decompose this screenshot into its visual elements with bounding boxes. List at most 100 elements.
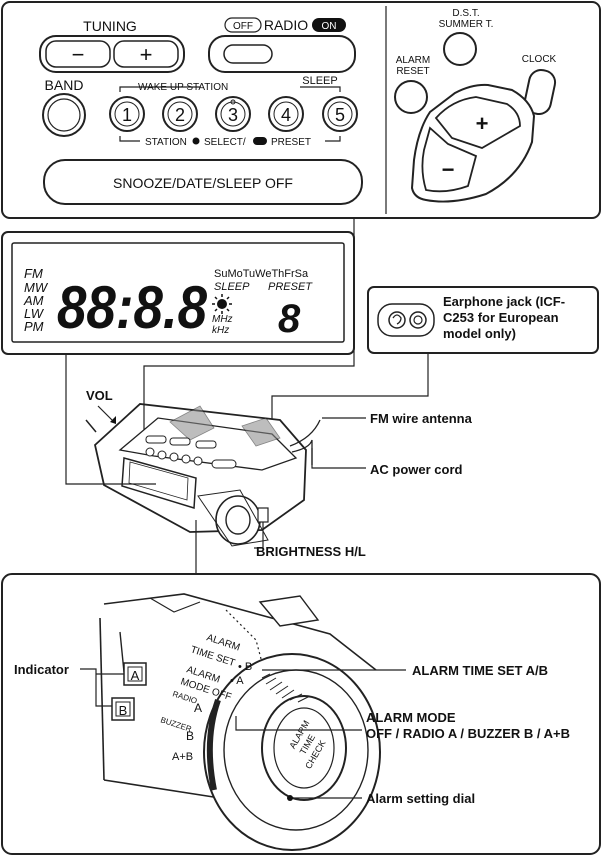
dial-ab-label: A+B — [172, 751, 193, 763]
preset-ring-4 — [273, 101, 299, 127]
earphone-jack-hole — [413, 315, 423, 325]
preset-ring-1 — [114, 101, 140, 127]
device-key-8 — [193, 456, 203, 466]
snooze-button[interactable] — [43, 159, 363, 205]
panel-to-device-connector — [143, 330, 355, 430]
preset-ring-5 — [327, 101, 353, 127]
tuning-plus-button[interactable] — [113, 40, 179, 68]
radio-label: RADIO — [264, 17, 308, 33]
vol-label: VOL — [86, 388, 113, 403]
zoom-box — [197, 489, 269, 547]
fm-antenna-label: FM wire antenna — [370, 411, 473, 426]
wake-up-bracket — [119, 86, 200, 92]
dial-a-label: • A — [230, 675, 244, 687]
snooze-label: SNOOZE/DATE/SLEEP OFF — [113, 175, 293, 191]
lcd-khz: kHz — [212, 325, 229, 336]
band-button[interactable] — [42, 93, 86, 137]
lcd-mhz: MHz — [212, 314, 233, 325]
detail-top-button — [258, 595, 320, 627]
radio-on-text: ON — [322, 21, 337, 32]
radio-device — [85, 403, 321, 545]
preset-label-4: 4 — [281, 105, 291, 125]
ac-cord-wire — [291, 439, 313, 465]
preset-3-tactile-dot — [230, 99, 236, 105]
alarm-reset-label-line1: ALARM — [396, 55, 430, 66]
lcd-band-fm: FM — [24, 266, 43, 281]
alarm-time-set-label: ALARM TIME SET A/B — [412, 663, 548, 678]
device-key-9 — [211, 459, 237, 469]
radio-switch-knob[interactable] — [223, 44, 273, 64]
alarm-mode-leader — [235, 716, 362, 731]
earphone-text-2: C253 for European — [443, 310, 559, 325]
dst-label-line1: D.S.T. — [452, 8, 479, 19]
indicator-leader-b — [80, 668, 112, 707]
preset-label: PRESET — [271, 137, 311, 148]
lcd-preset: PRESET — [268, 281, 313, 293]
alarm-setting-dial-label: Alarm setting dial — [366, 791, 475, 806]
lcd-sleep: SLEEP — [214, 281, 250, 293]
radio-off-badge — [224, 17, 262, 33]
radio-off-text: OFF — [233, 21, 253, 32]
detail-dial-knob-face — [273, 707, 335, 789]
band-label: BAND — [45, 77, 84, 93]
lcd-band-pm: PM — [24, 319, 44, 334]
sleep-bracket — [300, 86, 341, 92]
tuning-minus-button[interactable] — [45, 40, 111, 68]
lcd-preset-digit: 8 — [278, 297, 301, 341]
detail-device — [99, 593, 381, 851]
device-vol-wheel — [85, 419, 97, 433]
brightness-label: BRIGHTNESS H/L — [256, 544, 366, 559]
vol-leader-arrow — [110, 416, 116, 424]
preset-buttons: 1 2 3 4 5 — [109, 96, 358, 132]
band-button-ring — [47, 98, 81, 132]
device-key-3 — [195, 440, 217, 449]
clock-button[interactable] — [523, 68, 558, 116]
select-label: SELECT/ — [204, 137, 246, 148]
ac-cord-label: AC power cord — [370, 462, 463, 477]
preset-label-5: 5 — [335, 105, 345, 125]
radio-on-badge — [312, 18, 346, 32]
lcd-days: SuMoTuWeThFrSa — [214, 268, 309, 280]
device-brightness-switch — [257, 507, 269, 523]
lcd-band-am: AM — [23, 293, 44, 308]
device-key-2 — [169, 437, 191, 446]
earphone-leader — [271, 353, 429, 425]
preset-label-2: 2 — [175, 105, 185, 125]
indicator-a-text: A — [131, 668, 140, 683]
device-key-4 — [145, 447, 155, 457]
alarm-sun-icon — [212, 294, 232, 314]
preset-ring-2 — [167, 101, 193, 127]
lcd-main-digits: 88:8.8 — [57, 274, 208, 341]
earphone-symbol-icon — [388, 311, 406, 329]
dst-button[interactable] — [443, 32, 477, 66]
device-grille-right — [241, 417, 281, 447]
tuning-label: TUNING — [83, 18, 137, 34]
clock-label: CLOCK — [522, 54, 557, 65]
alarm-mode-label-2: OFF / RADIO A / BUZZER B / A+B — [366, 726, 570, 741]
dial-minus-button[interactable] — [421, 126, 478, 193]
wake-up-station-label: WAKE UP STATION — [138, 82, 228, 93]
earphone-text-3: model only) — [443, 326, 516, 341]
device-lcd-inner — [128, 461, 189, 501]
detail-dial-grip — [261, 673, 311, 703]
detail-bottom-edge — [103, 779, 221, 799]
earphone-callout — [367, 286, 599, 354]
alarm-reset-button[interactable] — [394, 80, 428, 114]
preset-ring-3 — [220, 101, 246, 127]
dial-plus-label: + — [476, 111, 489, 136]
alarm-mode-label-1: ALARM MODE — [366, 710, 456, 725]
detail-mode-arc — [206, 699, 221, 791]
device-key-5 — [157, 450, 167, 460]
device-grille-left — [169, 405, 215, 441]
tuning-minus-label: − — [72, 42, 85, 67]
indicator-label: Indicator — [14, 662, 69, 677]
station-select-bracket-left — [119, 136, 140, 142]
lcd-band-lw: LW — [24, 306, 45, 321]
lcd-frame — [11, 242, 345, 343]
sleep-label: SLEEP — [302, 75, 337, 87]
device-lcd-window — [121, 457, 197, 509]
indicator-a-inner — [127, 666, 143, 682]
dial-plus-button[interactable] — [434, 96, 521, 149]
